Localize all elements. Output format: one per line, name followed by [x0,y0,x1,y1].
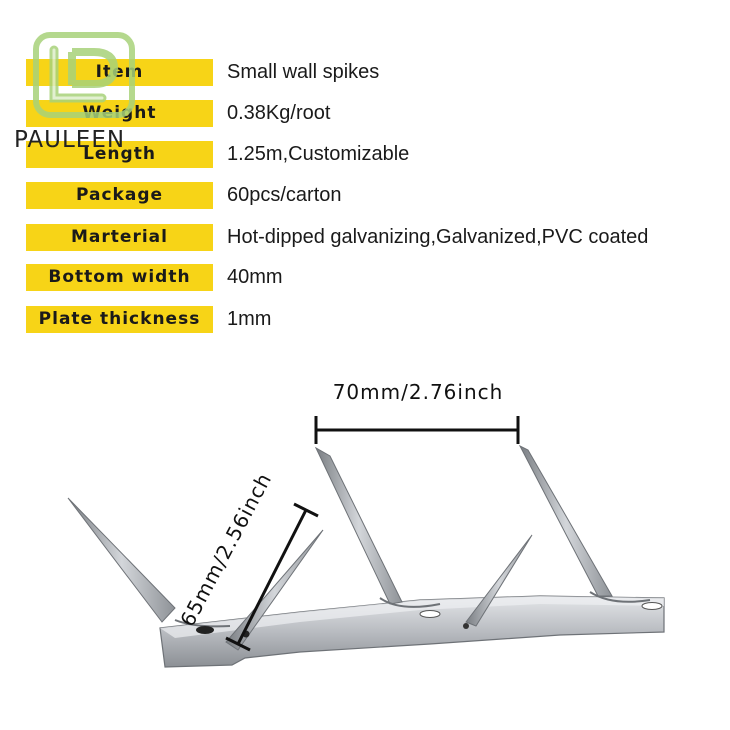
spec-value: 1.25m,Customizable [227,143,410,165]
spec-label: Length [26,141,213,168]
spec-value: 40mm [227,266,283,288]
spec-row-length: Length 1.25m,Customizable [26,141,726,168]
logo-p-mark [68,48,118,88]
spec-row-package: Package 60pcs/carton [26,182,726,209]
spacing-dimension: 70mm/2.76inch [314,380,520,444]
mounting-hole [419,610,441,618]
spec-value: Small wall spikes [227,61,380,83]
spec-label: Plate thickness [26,306,213,333]
spec-label: Bottom width [26,264,213,291]
spec-row-bottom-width: Bottom width 40mm [26,264,726,291]
spec-value: 0.38Kg/root [227,102,331,124]
spec-label: Marterial [26,224,213,251]
spike-middle-front [465,534,533,627]
spike-right [518,444,613,597]
brand-logo [33,32,135,118]
spec-row-weight: Weight 0.38Kg/root [26,100,726,127]
spike-left-back [67,497,176,623]
brand-name: PAULEEN [14,127,126,153]
logo-frame [33,32,135,118]
spec-value: 60pcs/carton [227,184,342,206]
mounting-hole [641,602,663,610]
spec-label: Package [26,182,213,209]
mounting-hole [463,623,469,629]
product-figure: 70mm/2.76inch 65mm/2.56inch [67,380,665,668]
spec-row-plate-thickness: Plate thickness 1mm [26,306,726,333]
spec-value: 1mm [227,308,272,330]
spacing-label: 70mm/2.76inch [333,380,504,404]
spike-middle-left [314,446,403,605]
logo-l-mark [49,45,107,103]
mounting-hole [196,626,214,634]
spec-value: Hot-dipped galvanizing,Galvanized,PVC co… [227,226,649,248]
spec-row-material: Marterial Hot-dipped galvanizing,Galvani… [26,224,726,251]
